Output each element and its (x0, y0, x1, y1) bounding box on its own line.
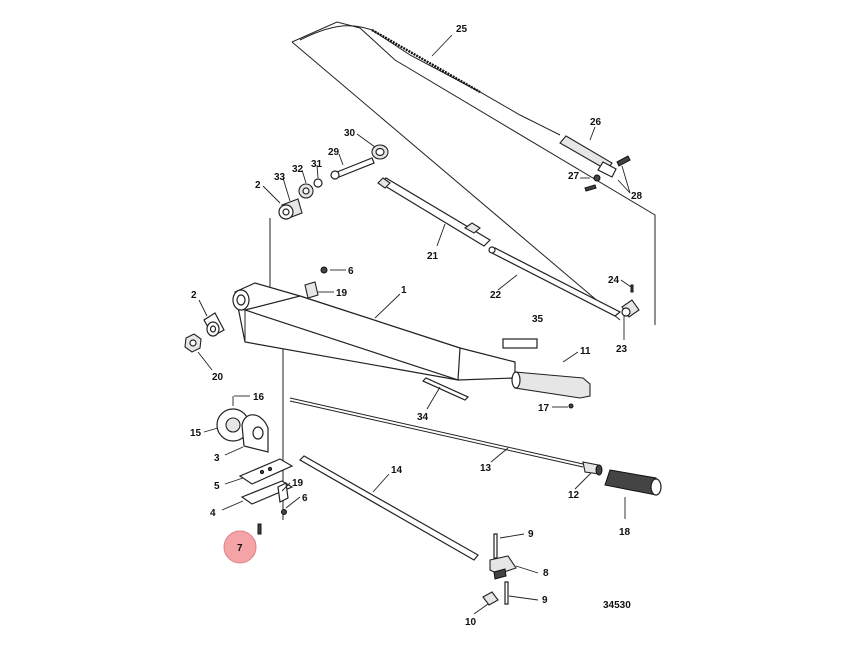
callout-31: 31 (311, 159, 323, 170)
callout-27: 27 (568, 171, 580, 182)
callout-29: 29 (328, 147, 340, 158)
callout-28: 28 (631, 191, 643, 202)
callout-8: 8 (543, 568, 549, 579)
callout-33: 33 (274, 172, 286, 183)
bushing-2 (203, 312, 225, 337)
label-plate-35 (502, 338, 538, 349)
pin-34 (421, 377, 470, 401)
callout-2-top: 2 (255, 180, 261, 191)
callout-21: 21 (427, 251, 439, 262)
callout-35: 35 (532, 314, 544, 325)
callout-labels: 25 26 27 28 30 29 31 32 33 2 21 22 6 19 … (190, 24, 643, 628)
callout-22: 22 (490, 290, 502, 301)
callout-7: 7 (237, 543, 243, 554)
callout-5: 5 (214, 481, 220, 492)
callout-15: 15 (190, 428, 202, 439)
callout-14: 14 (391, 465, 403, 476)
bushing-23 (621, 284, 640, 318)
tiller-arm-1 (232, 266, 516, 381)
clamp-assembly (482, 533, 517, 606)
callout-12: 12 (568, 490, 580, 501)
callout-2-left: 2 (191, 290, 197, 301)
callout-11: 11 (580, 346, 591, 357)
callout-20: 20 (212, 372, 224, 383)
pivot-hardware (278, 144, 389, 220)
callout-18: 18 (619, 527, 631, 538)
rod-14 (299, 455, 479, 561)
callout-34: 34 (417, 412, 429, 423)
callout-4: 4 (210, 508, 216, 519)
grip-18 (604, 469, 662, 496)
callout-26: 26 (590, 117, 602, 128)
callout-24: 24 (608, 275, 620, 286)
cable-25 (299, 25, 561, 136)
lever-26 (559, 135, 631, 192)
grip-11 (511, 371, 591, 409)
callout-32: 32 (292, 164, 304, 175)
callout-10: 10 (465, 617, 477, 628)
callout-13: 13 (480, 463, 492, 474)
callout-17: 17 (538, 403, 550, 414)
callout-23: 23 (616, 344, 628, 355)
callout-30: 30 (344, 128, 356, 139)
highlight-circle-7 (223, 530, 257, 564)
leader-lines (197, 34, 632, 615)
callout-9-top: 9 (528, 529, 534, 540)
rod-21 (377, 177, 491, 247)
callout-6-bottom: 6 (302, 493, 308, 504)
callout-25: 25 (456, 24, 468, 35)
callout-19-top: 19 (336, 288, 348, 299)
tube-22 (488, 246, 622, 317)
friction-assembly (216, 396, 269, 453)
callout-9-bottom: 9 (542, 595, 548, 606)
nut-20 (184, 333, 202, 353)
cable-13 (289, 397, 603, 476)
figure-number: 34530 (603, 600, 631, 611)
callout-3: 3 (214, 453, 220, 464)
callout-19-bottom: 19 (292, 478, 304, 489)
callout-6-top: 6 (348, 266, 354, 277)
assembly-outline (269, 21, 656, 520)
callout-16: 16 (253, 392, 265, 403)
callout-1: 1 (401, 285, 407, 296)
